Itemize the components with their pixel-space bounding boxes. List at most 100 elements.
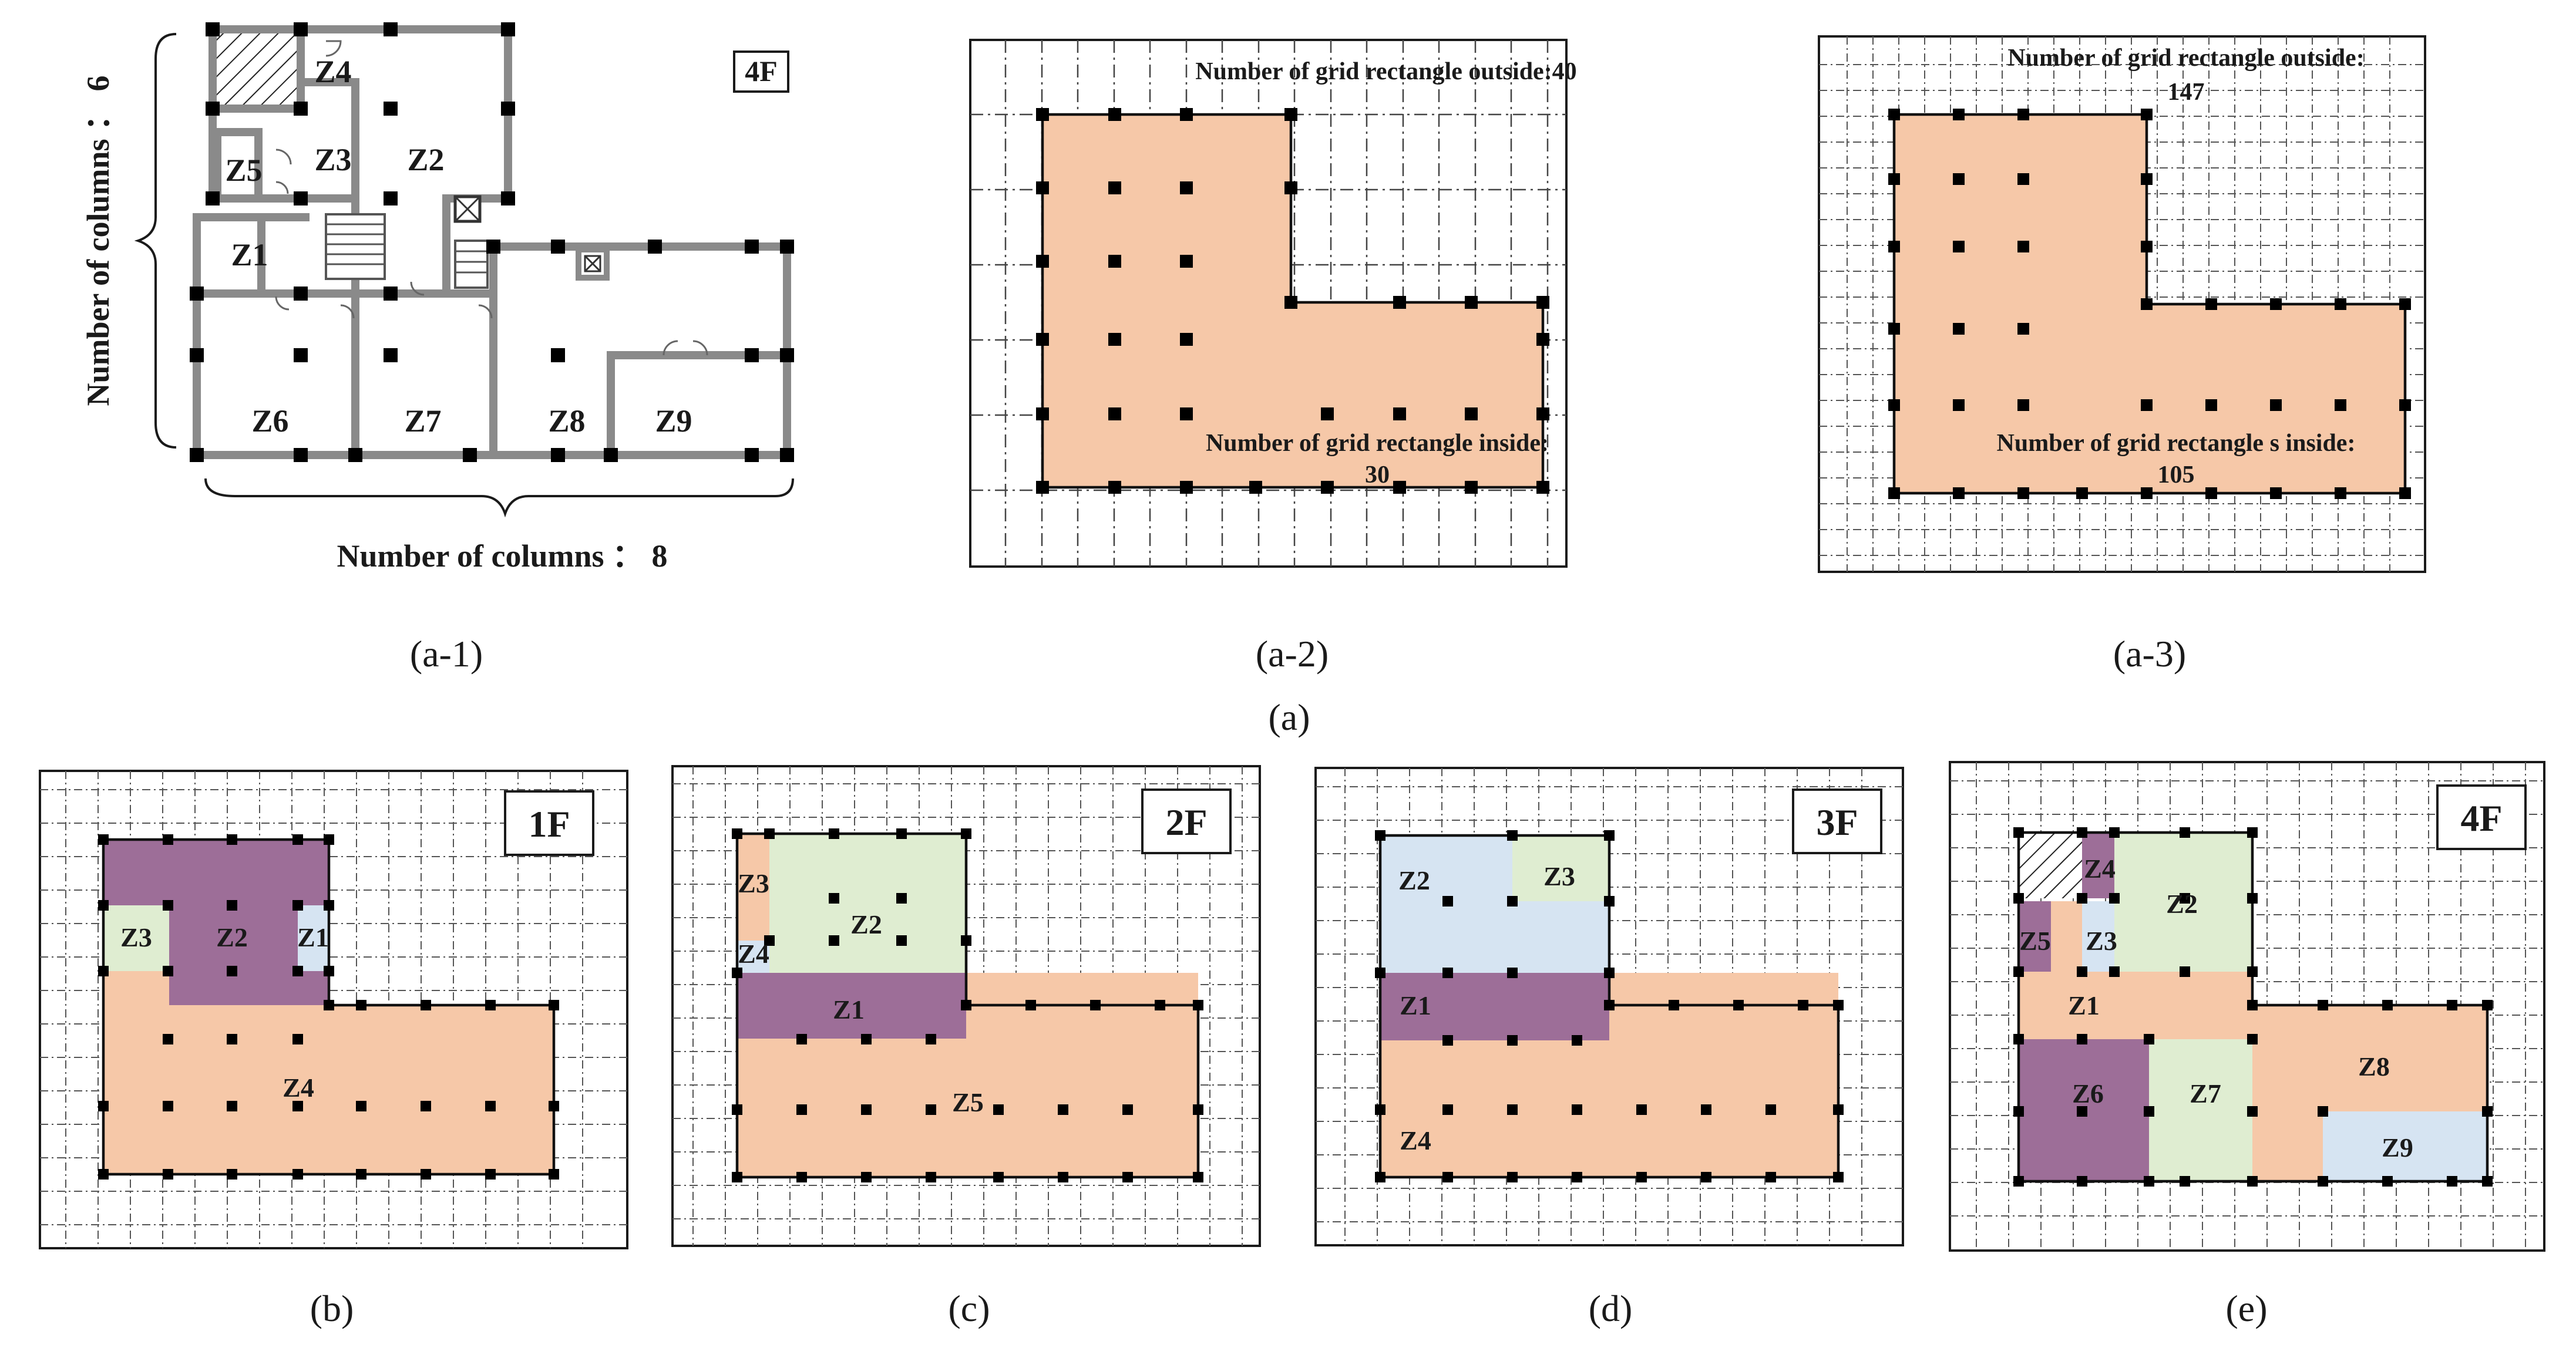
column-marker [1393, 407, 1406, 420]
zone-label: Z4 [314, 54, 351, 89]
outside-count-value: 147 [2168, 79, 2205, 106]
column-marker [732, 828, 742, 839]
zone-z9 [2323, 1111, 2487, 1181]
column-marker [926, 1034, 936, 1044]
zone-label: Z1 [2068, 990, 2100, 1020]
column-marker [1604, 830, 1615, 841]
inside-count-label: Number of grid rectangle inside: [1206, 430, 1549, 457]
column-marker [896, 935, 907, 946]
column-marker [1108, 108, 1121, 121]
inside-count-label: Number of grid rectangle s inside: [1997, 430, 2356, 457]
column-marker [1465, 296, 1478, 309]
column-marker [163, 834, 173, 845]
column-marker [926, 1104, 936, 1115]
column-marker [896, 893, 907, 904]
column-marker [1507, 830, 1518, 841]
zone-label: Z2 [850, 909, 882, 939]
column-marker [1122, 1172, 1133, 1182]
zone-label: Z3 [314, 142, 351, 177]
column-marker [1108, 407, 1121, 420]
floor-plan-zone-labels: Z4 Z5 Z3 Z2 Z1 Z6 Z7 Z8 Z9 [225, 54, 692, 439]
zone-label: Z9 [655, 403, 692, 439]
column-marker [1393, 481, 1406, 494]
column-marker [1733, 1000, 1744, 1010]
caption-c: (c) [948, 1288, 990, 1329]
zone-label: Z3 [2086, 926, 2117, 956]
column-marker [292, 900, 303, 911]
zone-label: Z2 [407, 142, 444, 177]
column-marker [2482, 1106, 2493, 1117]
column-marker [1155, 1000, 1165, 1010]
column-marker [2318, 1106, 2328, 1117]
floor-panel-3f: Z2 Z3 Z1 Z4 3F [1314, 767, 1904, 1246]
column-marker [1798, 1000, 1808, 1010]
stair-icon [325, 213, 489, 289]
column-marker [1953, 173, 1965, 185]
column-marker [1375, 968, 1385, 978]
zone-label: Z4 [283, 1073, 314, 1103]
column-marker [292, 1169, 303, 1180]
column-marker [2017, 173, 2029, 185]
column-marker [421, 1000, 431, 1010]
zone-z7 [2149, 1039, 2252, 1181]
column-marker [1036, 481, 1049, 494]
column-marker [2318, 1000, 2328, 1010]
column-marker [2077, 893, 2087, 904]
column-marker [1953, 323, 1965, 335]
column-marker [1090, 1000, 1101, 1010]
caption-b: (b) [310, 1288, 354, 1329]
column-marker [1604, 1000, 1615, 1010]
column-marker [1888, 241, 1900, 252]
column-marker [421, 1169, 431, 1180]
column-marker [292, 1101, 303, 1111]
column-marker [2017, 241, 2029, 252]
column-marker [2077, 1106, 2087, 1117]
column-marker [227, 900, 237, 911]
column-marker [2247, 1106, 2258, 1117]
caption-a2: (a-2) [1256, 633, 1329, 675]
column-marker [1180, 481, 1193, 494]
outside-count-label: Number of grid rectangle outside: [2007, 45, 2364, 72]
column-marker [1193, 1172, 1203, 1182]
column-marker [1180, 108, 1193, 121]
column-marker [98, 1101, 109, 1111]
column-marker [485, 1169, 496, 1180]
column-marker [1108, 333, 1121, 346]
floor-label: 4F [745, 55, 778, 87]
column-marker [227, 834, 237, 845]
column-marker [732, 968, 742, 978]
column-marker [292, 1034, 303, 1044]
column-marker [1465, 407, 1478, 420]
zone-label: Z6 [2072, 1079, 2104, 1108]
column-marker [1321, 481, 1334, 494]
column-marker [1833, 1172, 1844, 1182]
column-marker [732, 1104, 742, 1115]
zone-label: Z5 [2019, 926, 2051, 956]
floor-panel-4f: Z4 Z2 Z5 Z3 Z1 Z8 Z6 Z7 Z9 4F [1949, 761, 2545, 1252]
column-marker [2144, 1106, 2154, 1117]
floor-label-box [504, 790, 594, 856]
column-marker [961, 935, 971, 946]
column-marker [356, 1101, 366, 1111]
zone-label: Z4 [738, 939, 769, 969]
floor-plan-a1: Z4 Z5 Z3 Z2 Z1 Z6 Z7 Z8 Z9 4F Number of … [80, 22, 794, 574]
column-marker [1536, 296, 1549, 309]
column-marker [2013, 893, 2024, 904]
column-marker [2017, 487, 2029, 499]
column-marker [2247, 1000, 2258, 1010]
column-marker [829, 828, 839, 839]
hatched-shaft [210, 26, 304, 112]
column-marker [1888, 487, 1900, 499]
column-marker [1036, 108, 1049, 121]
column-marker [2247, 893, 2258, 904]
column-marker [829, 893, 839, 904]
floor-label: 1F [528, 803, 570, 845]
column-marker [292, 834, 303, 845]
column-marker [485, 1000, 496, 1010]
column-marker [356, 1000, 366, 1010]
floor-label: 3F [1816, 801, 1858, 843]
column-marker [549, 1101, 559, 1111]
column-marker [1036, 181, 1049, 194]
column-marker [1572, 1104, 1582, 1115]
